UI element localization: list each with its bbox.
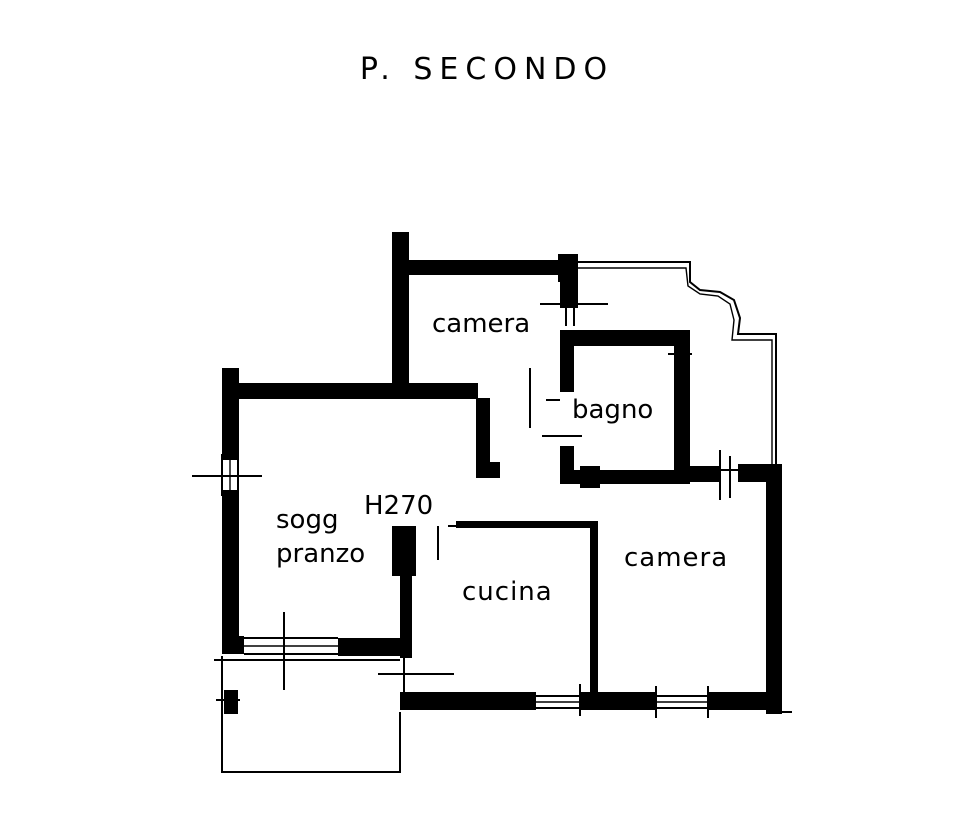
wall-bagno-bottom <box>560 470 690 484</box>
room-labels: camera bagno sogg pranzo H270 cucina cam… <box>276 309 728 607</box>
wall-bottom-a <box>400 692 536 710</box>
label-ceiling-height: H270 <box>364 491 433 521</box>
wall-bottom-b <box>580 692 656 710</box>
wall-bagno-top <box>560 330 688 346</box>
wall-corridor-foot <box>476 462 500 478</box>
thin-lines <box>192 261 792 773</box>
wall-camera-top-left <box>392 232 409 392</box>
wall-soggiorno-left-upper <box>222 368 239 460</box>
walls <box>222 232 782 714</box>
label-soggiorno-line1: sogg <box>276 505 338 535</box>
wall-bagno-bottom-block <box>580 466 600 488</box>
label-camera-top: camera <box>432 309 530 339</box>
wall-cucina-camera <box>590 521 598 696</box>
wall-bottom-c <box>708 692 782 710</box>
wall-soggiorno-cucina <box>400 576 412 658</box>
wall-camera-right-right <box>766 464 782 714</box>
balcony-top-right-outline <box>578 261 777 470</box>
wall-bagno-right <box>674 330 690 482</box>
wall-soggiorno-left-lower <box>222 490 239 648</box>
balcony-bottom-left <box>221 656 401 773</box>
balcony-top-right-inner <box>578 267 773 468</box>
wall-camera-top-top <box>392 260 562 275</box>
floor-title: P. SECONDO <box>359 52 615 87</box>
wall-cap-top <box>392 232 409 246</box>
wall-soggiorno-top <box>222 383 478 399</box>
wall-cucina-top <box>456 521 594 528</box>
wall-pillar-central <box>392 526 416 576</box>
label-bagno: bagno <box>572 395 653 425</box>
wall-corridor-stub <box>476 398 490 478</box>
label-camera-right: camera <box>624 543 728 573</box>
wall-camera-right-top-a <box>688 466 720 482</box>
wall-pillar-top <box>558 254 578 282</box>
label-cucina: cucina <box>462 577 553 607</box>
wall-soggiorno-bottom <box>338 638 412 656</box>
label-soggiorno-line2: pranzo <box>276 539 365 569</box>
wall-soggiorno-bottom-left <box>222 636 244 654</box>
wall-balcony-block <box>224 690 238 714</box>
wall-bagno-left-upper <box>560 330 574 392</box>
